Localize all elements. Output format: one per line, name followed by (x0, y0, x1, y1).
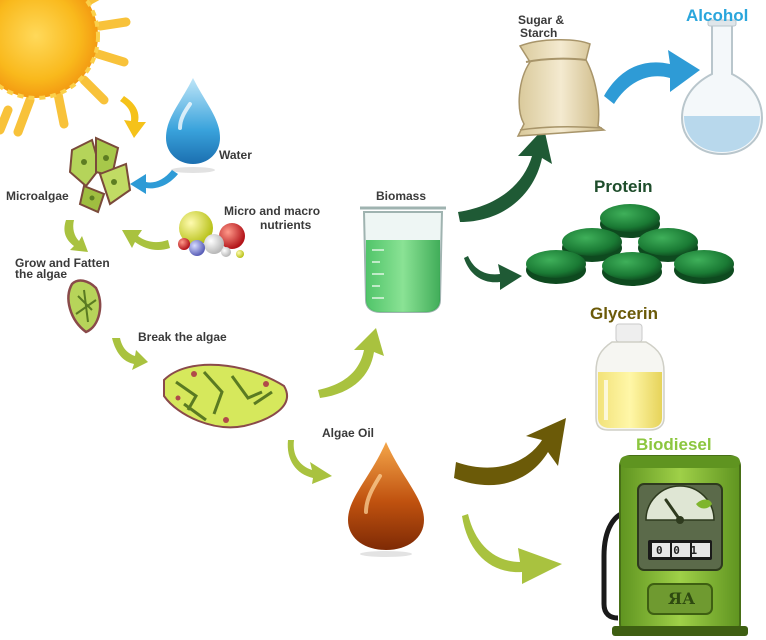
sugar-label-line1: Sugar & (518, 13, 565, 27)
water-label: Water (219, 148, 252, 162)
grow-label-line2: the algae (15, 267, 68, 281)
oil-to-glycerin-arrow (454, 418, 566, 486)
biomass-to-protein-arrow (464, 256, 522, 290)
protein-tablets-icon (526, 204, 734, 286)
microalgae-icon (68, 136, 132, 214)
pump-meter-digits: 0 0 1 (656, 544, 700, 557)
sun-to-algae-arrow (120, 96, 146, 138)
sugar-label-line2: Starch (520, 26, 558, 40)
pump-logo: ЯА (668, 589, 696, 608)
broken-algae-icon (163, 363, 288, 429)
biomass-beaker-icon (360, 206, 446, 313)
water-drop-icon (166, 78, 220, 173)
break-label: Break the algae (138, 330, 227, 344)
sugar-sack-icon (516, 38, 607, 137)
break-to-oil-arrow (287, 440, 332, 484)
glycerin-label: Glycerin (590, 304, 659, 323)
grown-algae-icon (67, 279, 102, 334)
glycerin-bottle-icon (595, 323, 665, 431)
grow-to-break-arrow (112, 338, 148, 370)
alcohol-label: Alcohol (686, 6, 749, 25)
biodiesel-pump-icon (601, 455, 748, 636)
algae-oil-drop-icon (348, 442, 424, 557)
algae-oil-label: Algae Oil (322, 426, 375, 440)
biodiesel-label: Biodiesel (636, 435, 712, 454)
grow-label-line1: Grow and Fatten (15, 256, 110, 270)
alcohol-flask-icon (680, 19, 764, 156)
microalgae-label: Microalgae (6, 189, 69, 203)
sun-icon (0, 0, 131, 137)
sugar-to-alcohol-arrow (604, 50, 700, 104)
nutrients-to-algae-arrow (122, 230, 170, 250)
oil-to-biodiesel-arrow (462, 514, 562, 584)
nutrients-label-line2: nutrients (260, 218, 312, 232)
water-to-algae-arrow (130, 170, 178, 194)
nutrients-icon (178, 211, 245, 258)
biomass-to-sugar-arrow (458, 128, 552, 222)
nutrients-label-line1: Micro and macro (224, 204, 321, 218)
algae-to-grow-arrow (64, 220, 88, 252)
break-to-biomass-arrow (318, 328, 384, 398)
protein-label: Protein (594, 177, 653, 196)
biomass-label: Biomass (376, 189, 427, 203)
